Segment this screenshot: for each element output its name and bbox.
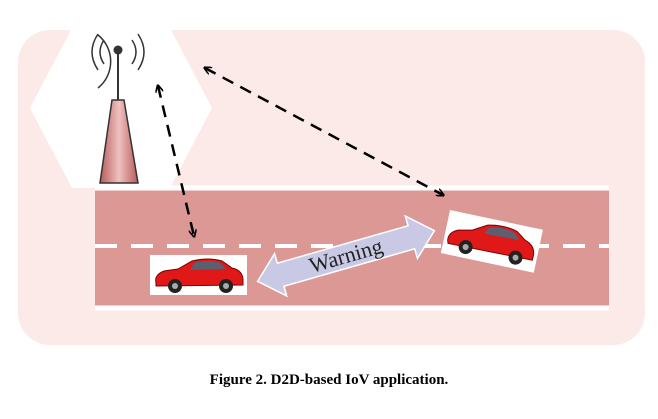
link-tower-to-car-left	[158, 86, 194, 236]
car-icon	[440, 210, 543, 273]
figure-caption: Figure 2. D2D-based IoV application.	[209, 372, 449, 388]
car-icon	[150, 255, 247, 295]
link-tower-to-car-right	[205, 68, 443, 195]
cell-tower-icon	[91, 33, 145, 184]
